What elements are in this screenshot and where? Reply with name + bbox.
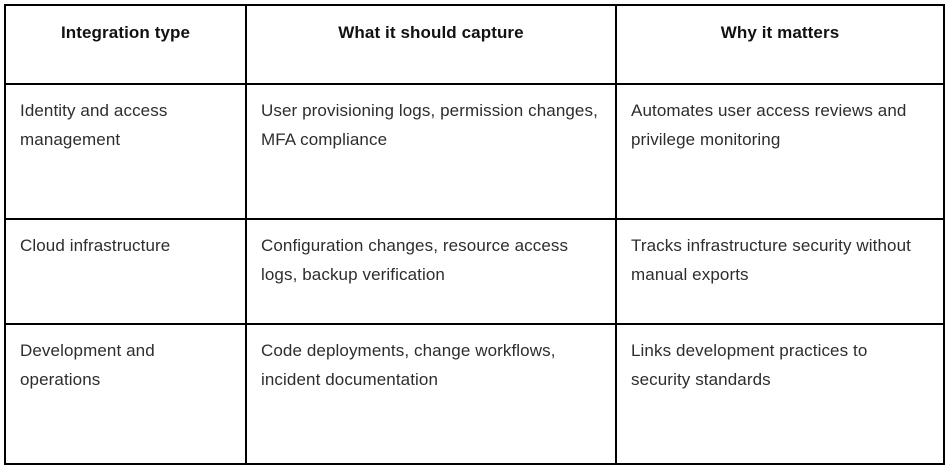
cell-why: Links development practices to security … (615, 323, 945, 465)
table-row-identity-access: Identity and access management User prov… (4, 83, 945, 220)
cell-capture: Code deployments, change workflows, inci… (245, 323, 617, 465)
table-row-cloud-infrastructure: Cloud infrastructure Configuration chang… (4, 218, 945, 325)
cell-capture: User provisioning logs, permission chang… (245, 83, 617, 220)
cell-capture: Configuration changes, resource access l… (245, 218, 617, 325)
cell-integration-type: Cloud infrastructure (4, 218, 247, 325)
cell-why: Automates user access reviews and privil… (615, 83, 945, 220)
cell-integration-type: Identity and access management (4, 83, 247, 220)
integration-table: Integration type What it should capture … (4, 4, 945, 465)
table-header-row: Integration type What it should capture … (4, 4, 945, 85)
cell-why: Tracks infrastructure security without m… (615, 218, 945, 325)
cell-integration-type: Development and operations (4, 323, 247, 465)
table-row-development-operations: Development and operations Code deployme… (4, 323, 945, 465)
column-header-what-it-should-capture: What it should capture (245, 4, 617, 85)
column-header-why-it-matters: Why it matters (615, 4, 945, 85)
column-header-integration-type: Integration type (4, 4, 247, 85)
